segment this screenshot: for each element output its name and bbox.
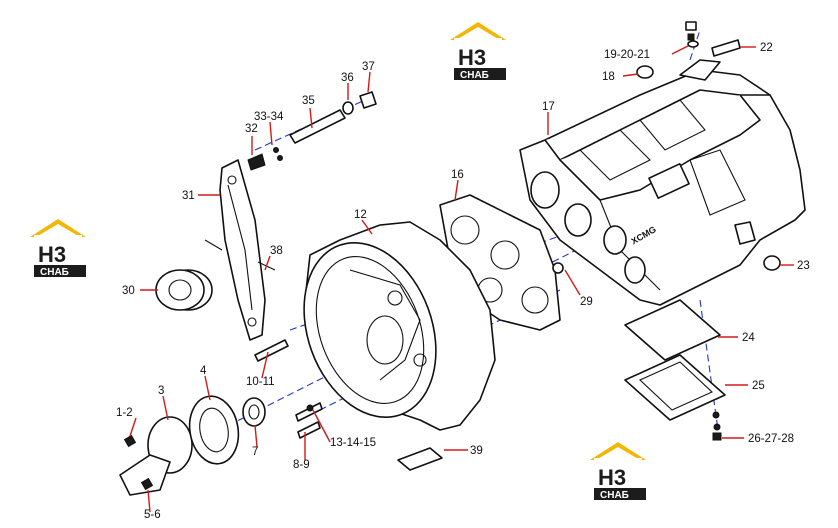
label-31: 31 (182, 190, 195, 202)
bell-housing (303, 221, 496, 431)
label-35: 35 (302, 95, 315, 107)
label-7: 7 (252, 446, 258, 458)
logo-watermark-bottom: H3 СНАБ (590, 442, 646, 501)
label-38: 38 (270, 245, 283, 257)
output-flange (119, 395, 266, 496)
logo-text: СНАБ (600, 490, 629, 501)
gearbox-housing: XCMG (519, 59, 806, 306)
logo-watermark-left: H3 СНАБ (30, 219, 86, 278)
fittings-right (552, 21, 781, 441)
label-24: 24 (742, 332, 755, 344)
label-1-2: 1-2 (116, 407, 133, 419)
label-3: 3 (158, 385, 164, 397)
logo-mark: H3 (458, 45, 486, 70)
label-37: 37 (362, 61, 375, 73)
label-leaders (129, 45, 794, 513)
label-5-6: 5-6 (144, 509, 161, 521)
label-33-34: 33-34 (254, 111, 284, 123)
bolts (123, 339, 323, 491)
logo-watermark-top: H3 СНАБ (450, 22, 506, 81)
label-4: 4 (200, 365, 207, 377)
shaft-assembly (247, 91, 377, 171)
label-25: 25 (752, 380, 765, 392)
label-39: 39 (470, 445, 483, 457)
label-26-27-28: 26-27-28 (748, 433, 794, 445)
logo-mark: H3 (598, 465, 626, 490)
label-23: 23 (797, 260, 810, 272)
label-22: 22 (760, 42, 773, 54)
label-29: 29 (580, 296, 593, 308)
label-16: 16 (451, 169, 464, 181)
label-36: 36 (341, 72, 354, 84)
logo-text: СНАБ (40, 267, 69, 278)
label-8-9: 8-9 (293, 459, 310, 471)
label-18: 18 (602, 71, 615, 83)
logo-mark: H3 (38, 242, 66, 267)
bottom-covers (397, 299, 726, 471)
label-10-11: 10-11 (246, 376, 275, 388)
shift-lever-bracket (204, 159, 276, 341)
part-number-labels: 1-2 3 4 5-6 7 8-9 10-11 12 13-14-15 16 1… (116, 42, 810, 521)
label-12: 12 (354, 209, 367, 221)
label-17: 17 (542, 101, 555, 113)
label-32: 32 (245, 123, 258, 135)
label-19-20-21: 19-20-21 (604, 49, 650, 61)
seal-ring (155, 269, 213, 311)
label-13-14-15: 13-14-15 (330, 437, 376, 449)
logo-text: СНАБ (460, 70, 489, 81)
label-30: 30 (122, 285, 135, 297)
